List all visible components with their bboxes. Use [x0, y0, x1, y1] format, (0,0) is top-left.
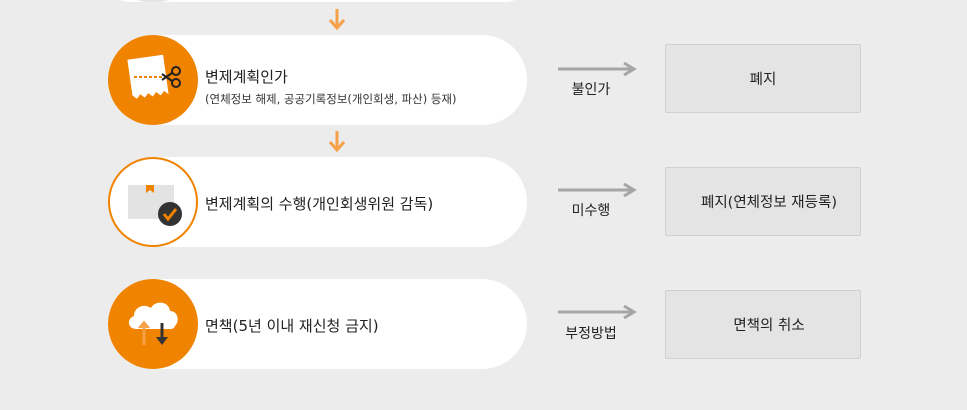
condition-label: 미수행 [571, 203, 611, 219]
condition-label: 부정방법 [565, 326, 617, 342]
receipt-scissors-icon [127, 54, 181, 99]
result-label: 폐지(연체정보 재등록) [701, 195, 837, 211]
previous-step-pill [108, 0, 527, 2]
cloud-transfer-icon [128, 302, 178, 345]
step-execution-title: 변제계획의 수행(개인회생위원 감독) [205, 195, 434, 213]
step-execution-circle [108, 157, 198, 247]
step-approval-subtitle: (연체정보 해제, 공공기록정보(개인회생, 파산) 등재) [205, 92, 457, 106]
result-box: 폐지 [665, 44, 861, 113]
step-discharge-circle [108, 279, 198, 369]
step-discharge-title: 면책(5년 이내 재신청 금지) [205, 317, 379, 335]
right-arrow-icon [558, 62, 637, 76]
down-arrow-icon [328, 131, 346, 153]
box-check-icon [128, 185, 182, 226]
result-box: 면책의 취소 [665, 290, 861, 359]
step-approval-circle [108, 35, 198, 125]
previous-step-circle [108, 0, 198, 2]
right-arrow-icon [558, 305, 637, 319]
result-label: 폐지 [749, 72, 777, 88]
result-box: 폐지(연체정보 재등록) [665, 167, 861, 236]
down-arrow-icon [328, 9, 346, 31]
step-approval-title: 변제계획인가 [205, 68, 288, 86]
result-label: 면책의 취소 [733, 318, 805, 334]
condition-label: 불인가 [571, 82, 611, 98]
right-arrow-icon [558, 183, 637, 197]
